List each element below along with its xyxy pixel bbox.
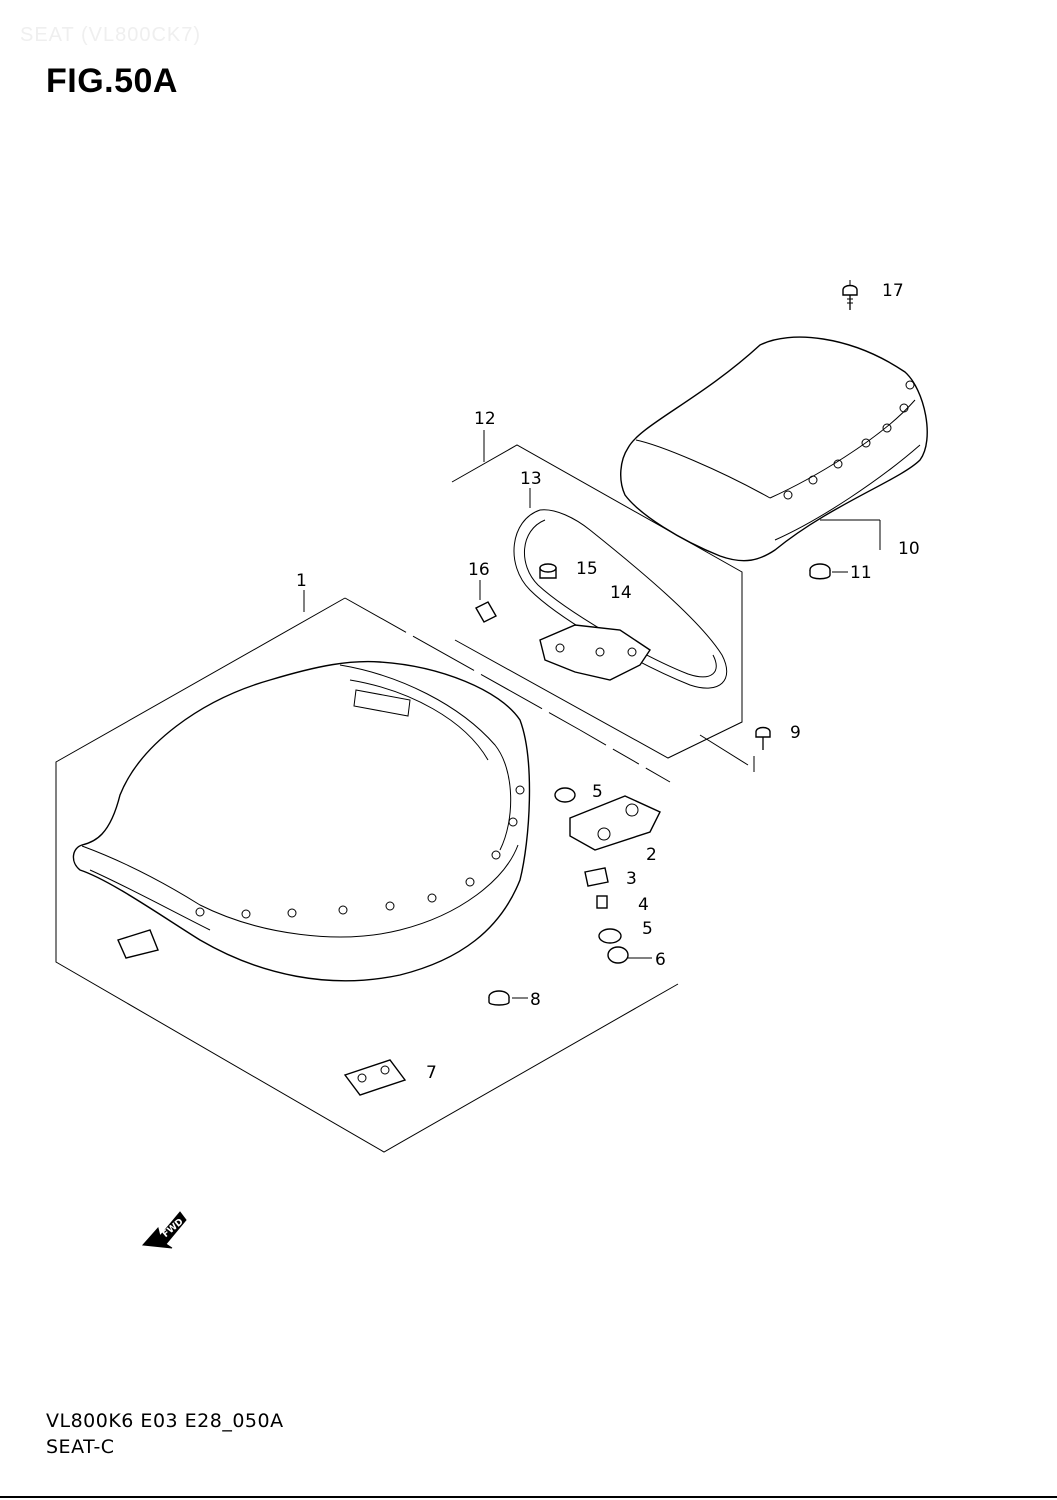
page-bottom-border: [0, 1496, 1057, 1498]
seat-strap: [513, 509, 728, 689]
callout-4: 4: [638, 895, 649, 915]
front-seat-frame: [55, 597, 755, 1153]
callout-5-upper: 5: [592, 782, 603, 802]
rear-seat-frame: [451, 444, 743, 759]
nut-15: [539, 563, 557, 579]
screw-17: [842, 284, 858, 310]
seat-bracket: [539, 624, 651, 681]
spacer-4: [596, 895, 608, 909]
callout-13: 13: [520, 469, 542, 489]
nut-6: [607, 946, 629, 964]
diagram-caption: SEAT-C: [46, 1436, 115, 1458]
figure-title: FIG.50A: [46, 62, 178, 100]
callout-11: 11: [850, 563, 872, 583]
fwd-arrow-icon: FWD: [141, 1211, 187, 1249]
bolt-9: [755, 726, 771, 750]
cushion-16: [475, 601, 497, 623]
callout-9: 9: [790, 723, 801, 743]
callout-labels: 1 2 3 4 5 5 6 7 8 9 10 11 12 13 14 15 16…: [296, 281, 920, 1083]
callout-12: 12: [474, 409, 496, 429]
bracket-2: [569, 795, 661, 851]
bolt-3: [584, 867, 609, 887]
front-rider-seat: [72, 660, 531, 982]
washer-5-upper: [554, 787, 576, 803]
callout-3: 3: [626, 869, 637, 889]
callout-17: 17: [882, 281, 904, 301]
callout-10: 10: [898, 539, 920, 559]
callout-6: 6: [655, 950, 666, 970]
section-title: SEAT (VL800CK7): [20, 24, 202, 46]
cushion-8: [488, 990, 510, 1006]
bracket-7: [343, 1059, 407, 1096]
callout-2: 2: [646, 845, 657, 865]
callout-1: 1: [296, 571, 307, 591]
callout-8: 8: [530, 990, 541, 1010]
callout-15: 15: [576, 559, 598, 579]
leader-lines: [303, 280, 881, 999]
rear-pillion-seat: [620, 336, 928, 562]
cushion-11: [809, 563, 831, 580]
callout-16: 16: [468, 560, 490, 580]
diagram-code: VL800K6 E03 E28_050A: [46, 1410, 284, 1432]
callout-7: 7: [426, 1063, 437, 1083]
callout-14: 14: [610, 583, 632, 603]
washer-5-lower: [598, 928, 622, 944]
callout-5-lower: 5: [642, 919, 653, 939]
